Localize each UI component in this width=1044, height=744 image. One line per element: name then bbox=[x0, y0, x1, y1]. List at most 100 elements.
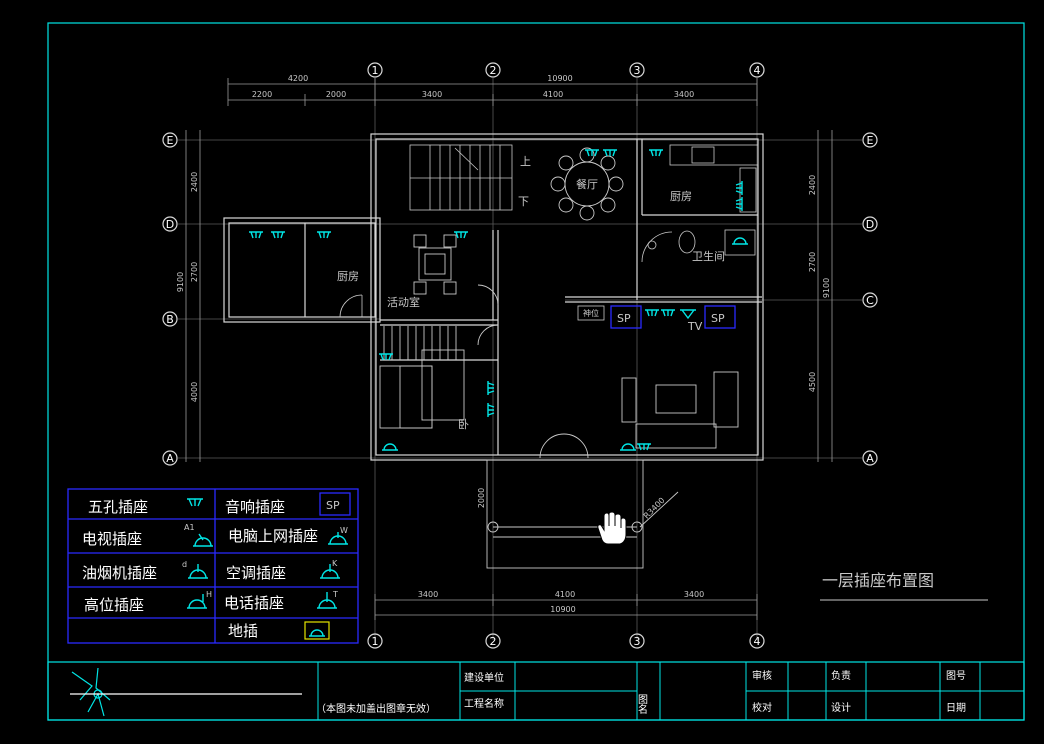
room-kitchen-right: 厨房 bbox=[670, 190, 692, 203]
legend-network-label: 电脑上网插座 bbox=[228, 527, 318, 545]
grid-bubbles-bottom: 1 2 3 4 bbox=[367, 633, 765, 649]
grid-label-B-left: B bbox=[166, 313, 174, 326]
dim-bottom-total: 10900 bbox=[550, 605, 575, 614]
title-block-note: （本图未加盖出图章无效） bbox=[316, 702, 436, 715]
five-hole-socket-icon bbox=[271, 231, 285, 239]
grid-label-3-top: 3 bbox=[634, 64, 641, 77]
dim-right-2: 2700 bbox=[808, 252, 817, 272]
stairs-up-label: 上 bbox=[520, 155, 531, 168]
five-hole-socket-icon bbox=[317, 231, 331, 239]
five-hole-socket-icon bbox=[637, 443, 651, 451]
grid-label-2-top: 2 bbox=[490, 64, 497, 77]
activity-room-table bbox=[413, 234, 499, 306]
five-hole-socket-icon bbox=[661, 309, 675, 317]
sp-box-left bbox=[610, 305, 642, 329]
title-block-design: 设计 bbox=[831, 701, 851, 714]
legend-ac-label: 空调插座 bbox=[226, 564, 286, 582]
room-bathroom: 卫生间 bbox=[692, 249, 725, 263]
ac-socket-icon bbox=[320, 564, 340, 579]
drawing-border bbox=[47, 22, 1025, 721]
title-block-grid bbox=[317, 662, 1024, 720]
dim-right-total: 9100 bbox=[822, 278, 831, 298]
dim-top-1: 2200 bbox=[252, 90, 272, 99]
dim-bottom-1: 3400 bbox=[418, 590, 438, 599]
bathroom-fixtures bbox=[641, 229, 756, 263]
shrine-label: 神位 bbox=[583, 308, 599, 318]
legend-high-code: H bbox=[206, 590, 212, 599]
grid-bubbles-right: E D C A bbox=[862, 132, 878, 466]
floor-socket-glyph bbox=[309, 629, 325, 637]
grid-label-A-right: A bbox=[866, 452, 874, 465]
tv-label: TV bbox=[687, 320, 703, 333]
title-block-figure-name: 图名 bbox=[636, 694, 648, 715]
legend-network-code: W bbox=[340, 526, 348, 535]
dim-porch: 2000 bbox=[477, 488, 486, 508]
bedroom-furniture bbox=[379, 324, 499, 429]
legend-hood-label: 油烟机插座 bbox=[82, 564, 157, 582]
legend-hood-code: d bbox=[182, 560, 187, 569]
room-dining: 餐厅 bbox=[576, 177, 598, 191]
grid-label-E-right: E bbox=[867, 134, 874, 147]
tv-socket-icon bbox=[680, 309, 696, 320]
room-kitchen-left: 厨房 bbox=[337, 270, 359, 283]
five-hole-socket-icon bbox=[454, 231, 468, 239]
dining-table bbox=[550, 147, 624, 221]
five-hole-socket-icon bbox=[187, 498, 203, 507]
legend-floor-label: 地插 bbox=[228, 622, 258, 640]
title-block-date: 日期 bbox=[946, 702, 966, 714]
five-hole-socket-icon bbox=[487, 403, 495, 417]
dim-left-1: 2400 bbox=[190, 172, 199, 192]
room-activity: 活动室 bbox=[387, 295, 420, 309]
grid-label-D-right: D bbox=[866, 218, 874, 231]
grid-label-3-bottom: 3 bbox=[634, 635, 641, 648]
title-block-review: 审核 bbox=[752, 669, 772, 682]
grid-label-2-bottom: 2 bbox=[490, 635, 497, 648]
grid-label-4-bottom: 4 bbox=[754, 635, 761, 648]
stairs-down-label: 下 bbox=[518, 195, 529, 208]
living-room-sofa bbox=[539, 371, 739, 459]
shrine-box bbox=[577, 305, 605, 321]
title-block-responsible: 负责 bbox=[831, 669, 851, 682]
five-hole-socket-icon bbox=[487, 381, 495, 395]
grid-bubbles-top: 1 2 3 4 bbox=[367, 62, 765, 78]
five-hole-socket-icon bbox=[735, 181, 743, 195]
five-hole-socket-icon bbox=[645, 309, 659, 317]
speaker-socket-icon bbox=[319, 492, 351, 516]
dim-left-3: 4000 bbox=[190, 382, 199, 402]
five-hole-socket-icon bbox=[249, 231, 263, 239]
dimensions-top bbox=[227, 78, 758, 106]
five-hole-socket-icon bbox=[585, 149, 599, 157]
dim-top-3: 3400 bbox=[422, 90, 442, 99]
legend-ac-code: K bbox=[332, 559, 338, 568]
dimensions-right bbox=[817, 130, 833, 462]
dim-top-overall-right: 10900 bbox=[547, 74, 572, 83]
title-block-proofread: 校对 bbox=[752, 701, 772, 714]
phone-socket-icon bbox=[317, 592, 337, 609]
legend-phone-label: 电话插座 bbox=[224, 594, 284, 612]
sp-label-right: SP bbox=[711, 312, 725, 325]
grid-lines bbox=[178, 78, 862, 640]
kitchen-left-door bbox=[339, 294, 363, 318]
tv-socket-icon bbox=[193, 533, 213, 547]
dim-bottom-2: 4100 bbox=[555, 590, 575, 599]
walls bbox=[223, 133, 764, 461]
sp-box-right bbox=[704, 305, 736, 329]
company-logo bbox=[70, 667, 302, 717]
dim-porch-diag: R3400 bbox=[642, 496, 667, 521]
legend-tv-code: A1 bbox=[184, 523, 195, 532]
grid-label-D-left: D bbox=[166, 218, 174, 231]
sockets bbox=[249, 149, 748, 451]
high-socket-icon bbox=[732, 237, 748, 245]
network-socket-icon bbox=[328, 532, 348, 545]
floor-socket-icon bbox=[304, 621, 330, 640]
legend-tv-label: 电视插座 bbox=[82, 530, 142, 548]
legend-five-hole-label: 五孔插座 bbox=[88, 498, 148, 516]
five-hole-socket-icon bbox=[379, 353, 393, 361]
legend-speaker-label: 音响插座 bbox=[225, 498, 285, 516]
title-block-drawing-no: 图号 bbox=[946, 670, 966, 682]
staircase bbox=[409, 144, 513, 211]
dim-top-4: 4100 bbox=[543, 90, 563, 99]
legend-phone-code: T bbox=[332, 590, 338, 599]
grid-label-C-right: C bbox=[866, 294, 874, 307]
